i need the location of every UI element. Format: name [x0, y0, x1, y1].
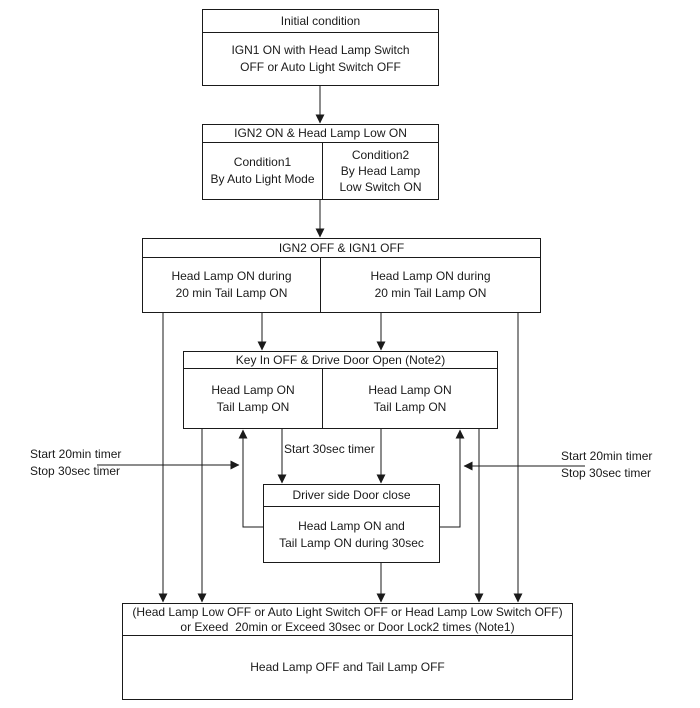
left-timer-label: Start 20min timer Stop 30sec timer	[30, 447, 122, 478]
ign2-on-condition1-cell: Condition1 By Auto Light Mode	[203, 143, 323, 199]
arrow-doorclose-back-right	[439, 429, 465, 528]
door-close-body: Head Lamp ON and Tail Lamp ON during 30s…	[279, 518, 424, 550]
key-in-off-left-cell: Head Lamp ON Tail Lamp ON	[184, 369, 323, 428]
lamp-off-header: (Head Lamp Low OFF or Auto Light Switch …	[123, 604, 572, 636]
initial-condition-header: Initial condition	[203, 10, 438, 33]
ign2-off-header: IGN2 OFF & IGN1 OFF	[143, 239, 540, 258]
door-close-box: Driver side Door close Head Lamp ON and …	[263, 484, 440, 563]
ign2-on-condition2-cell: Condition2 By Head Lamp Low Switch ON	[339, 148, 422, 194]
key-in-off-header: Key In OFF & Drive Door Open (Note2)	[184, 352, 497, 369]
ign2-off-left-cell: Head Lamp ON during 20 min Tail Lamp ON	[143, 258, 321, 312]
right-timer-label: Start 20min timer Stop 30sec timer	[561, 449, 653, 480]
key-in-off-box: Key In OFF & Drive Door Open (Note2) Hea…	[183, 351, 498, 429]
lamp-off-body: Head Lamp OFF and Tail Lamp OFF	[250, 660, 445, 674]
ign2-off-box: IGN2 OFF & IGN1 OFF Head Lamp ON during …	[142, 238, 541, 313]
mid-timer-label: Start 30sec timer	[284, 442, 375, 456]
initial-condition-body: IGN1 ON with Head Lamp Switch OFF or Aut…	[231, 43, 410, 74]
ign2-on-header: IGN2 ON & Head Lamp Low ON	[203, 125, 438, 143]
lamp-off-box: (Head Lamp Low OFF or Auto Light Switch …	[122, 603, 573, 700]
arrow-doorclose-back-left	[238, 429, 264, 528]
door-close-header: Driver side Door close	[264, 485, 439, 507]
key-in-off-right-cell: Head Lamp ON Tail Lamp ON	[368, 382, 452, 414]
initial-condition-box: Initial condition IGN1 ON with Head Lamp…	[202, 9, 439, 86]
ign2-on-box: IGN2 ON & Head Lamp Low ON Condition1 By…	[202, 124, 439, 200]
ign2-off-right-cell: Head Lamp ON during 20 min Tail Lamp ON	[370, 269, 491, 300]
